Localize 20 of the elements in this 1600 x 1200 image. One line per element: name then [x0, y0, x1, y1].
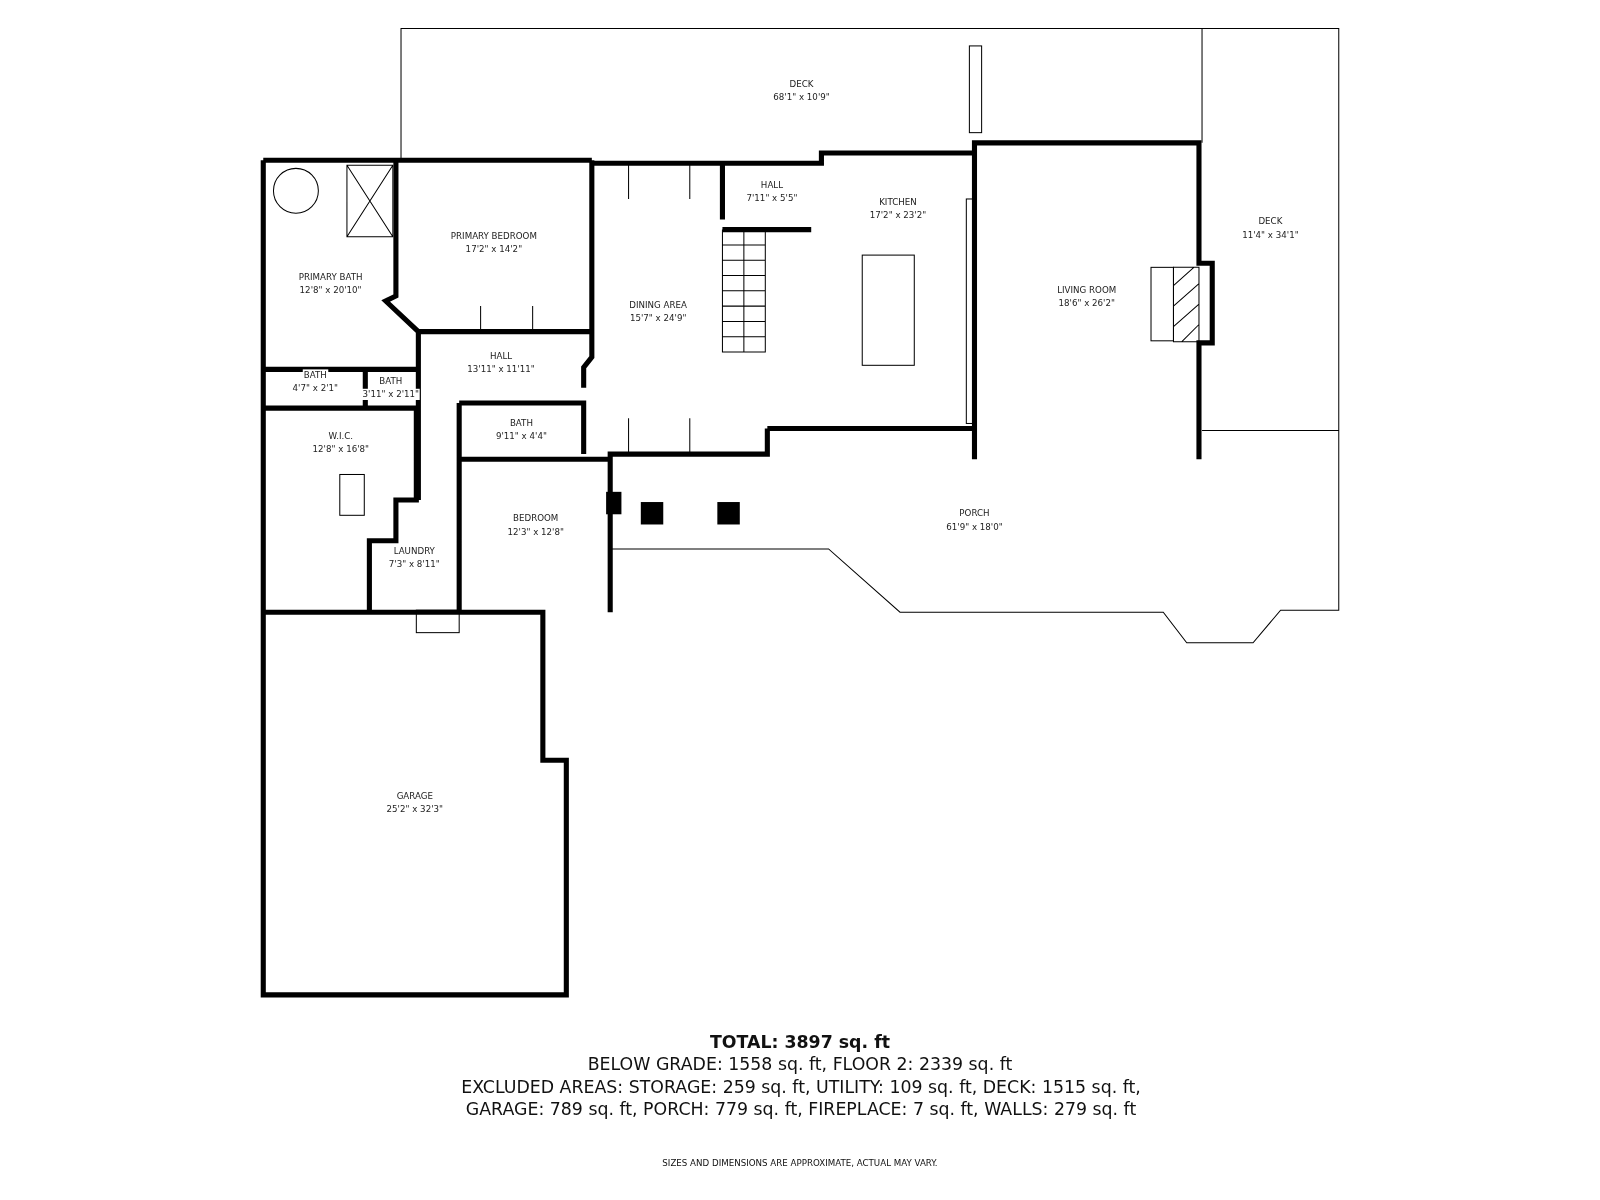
area-total: TOTAL: 3897 sq. ft — [708, 1030, 891, 1054]
room-name: HALL — [759, 179, 784, 191]
room-dimensions: 9'11" x 4'4" — [494, 430, 548, 442]
room-dimensions: 3'11" x 2'11" — [361, 388, 421, 400]
room-name: BATH — [508, 417, 534, 429]
excluded-areas-note: EXCLUDED AREAS: STORAGE: 259 sq. ft, UTILITY: 109 sq. ft, DECK: 1515 sq. ft, GARAGE: 789 sq. ft, PORCH: 779 sq. ft, FIREPLACE: 7 sq. ft, WALLS: 279 sq. ft — [460, 1075, 1142, 1121]
room-name: PRIMARY BEDROOM — [449, 230, 538, 242]
room-name: BATH — [378, 375, 404, 387]
room-name: LIVING ROOM — [1056, 284, 1118, 296]
room-name: BATH — [302, 369, 328, 381]
room-dimensions: 61'9" x 18'0" — [945, 521, 1004, 533]
room-name: PRIMARY BATH — [297, 271, 364, 283]
room-dimensions: 4'7" x 2'1" — [291, 382, 340, 394]
disclaimer-note: SIZES AND DIMENSIONS ARE APPROXIMATE, ACTUAL MAY VARY. — [661, 1158, 939, 1170]
room-name: DECK — [788, 78, 815, 90]
room-dimensions: 12'3" x 12'8" — [506, 526, 565, 538]
room-name: W.I.C. — [327, 430, 355, 442]
area-summary: BELOW GRADE: 1558 sq. ft, FLOOR 2: 2339 sq. ft — [586, 1053, 1014, 1076]
room-dimensions: 12'8" x 20'10" — [298, 284, 363, 296]
room-dimensions: 11'4" x 34'1" — [1241, 229, 1300, 241]
